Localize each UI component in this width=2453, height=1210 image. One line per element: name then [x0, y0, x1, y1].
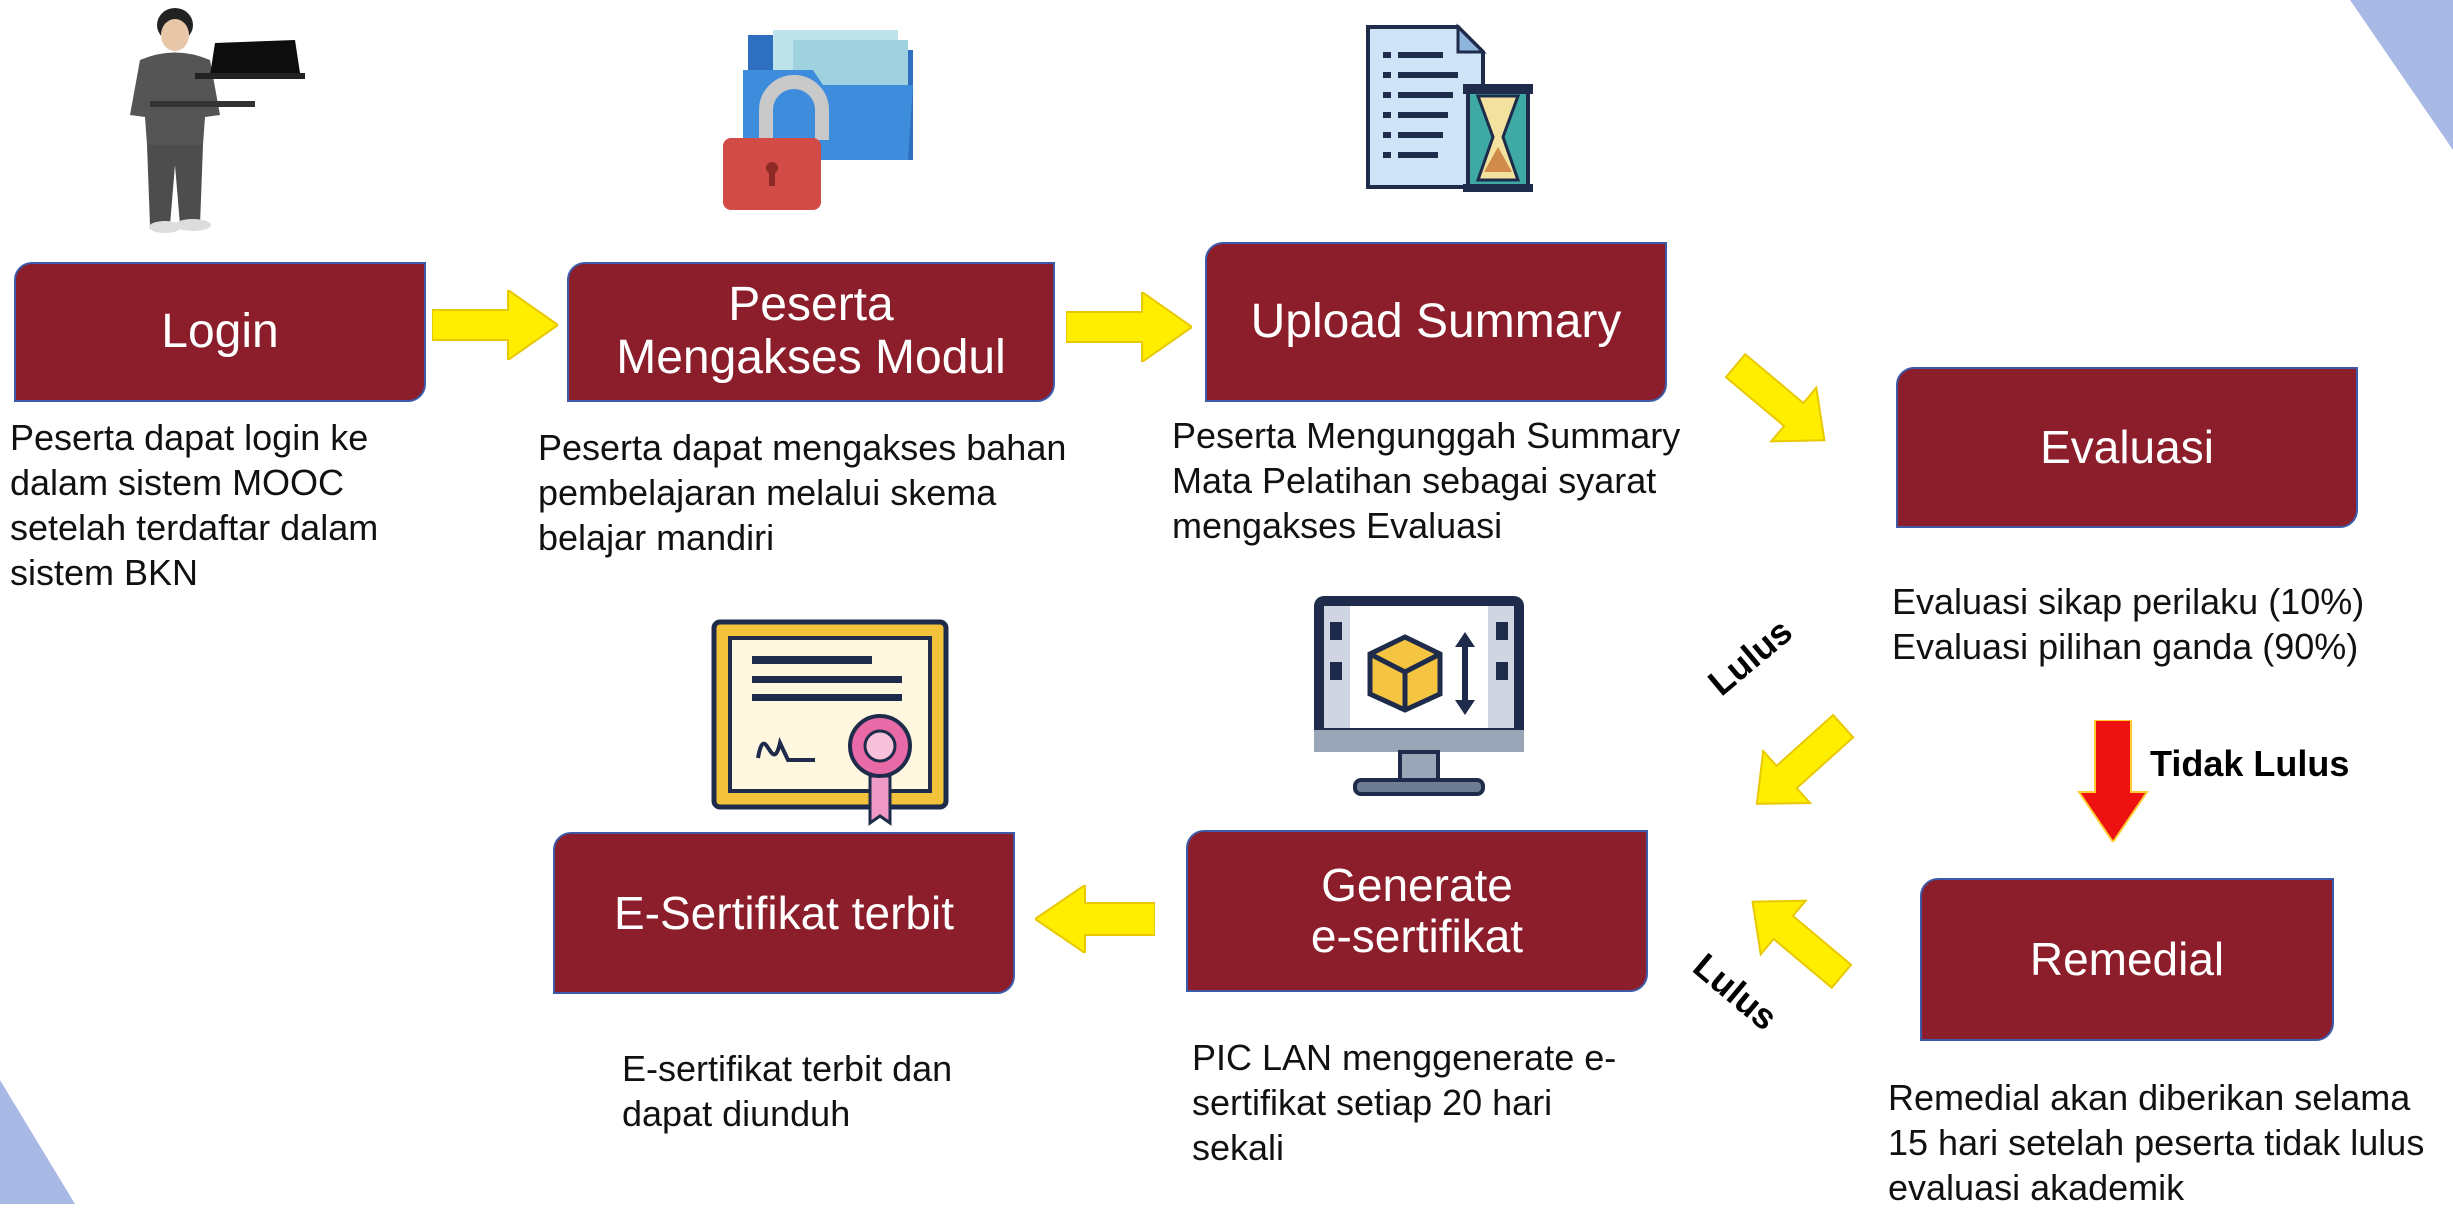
corner-decoration-top-right [2350, 0, 2453, 150]
remedial-description: Remedial akan diberikan selama 15 hari s… [1888, 1077, 2425, 1208]
label-lulus-top: Lulus [1700, 610, 1800, 704]
document-hourglass-icon [1366, 23, 1533, 192]
arrow-evaluasi-lulus [1755, 713, 1855, 805]
step-upload-summary-label: Upload Summary [1250, 294, 1622, 348]
login-description: Peserta dapat login ke dalam sistem MOOC… [10, 417, 379, 593]
step-evaluasi-label: Evaluasi [2040, 421, 2214, 474]
step-remedial-label: Remedial [2029, 933, 2225, 986]
step-generate-esertifikat: Generate e-sertifikat [1186, 830, 1648, 992]
upload-description: Peserta Mengunggah Summary Mata Pelatiha… [1172, 415, 1681, 546]
step-evaluasi: Evaluasi [1896, 367, 2358, 528]
arrow-upload-to-evaluasi [1724, 352, 1826, 443]
certificate-icon [711, 619, 949, 826]
label-tidak-lulus: Tidak Lulus [2150, 743, 2350, 784]
arrow-tidak-lulus [2077, 720, 2149, 842]
corner-decoration-bottom-left [0, 1080, 75, 1204]
arrow-remedial-lulus [1751, 899, 1853, 990]
step-generate-esertifikat-label: Generate e-sertifikat [1310, 859, 1524, 962]
step-login-label: Login [161, 304, 279, 358]
arrow-login-to-modul [432, 290, 558, 360]
step-login: Login [14, 262, 426, 402]
generate-description: PIC LAN menggenerate e- sertifikat setia… [1192, 1037, 1617, 1168]
person-with-laptop-icon [130, 8, 305, 233]
step-esertifikat-terbit: E-Sertifikat terbit [553, 832, 1015, 994]
arrow-generate-to-terbit [1035, 885, 1155, 953]
monitor-cube-icon [1314, 596, 1524, 796]
terbit-description: E-sertifikat terbit dan dapat diunduh [622, 1048, 953, 1134]
step-mengakses-modul: Peserta Mengakses Modul [567, 262, 1055, 402]
evaluasi-description: Evaluasi sikap perilaku (10%) Evaluasi p… [1892, 581, 2365, 667]
folder-lock-icon [723, 30, 913, 210]
modul-description: Peserta dapat mengakses bahan pembelajar… [538, 427, 1067, 558]
step-remedial: Remedial [1920, 878, 2334, 1041]
step-upload-summary: Upload Summary [1205, 242, 1667, 402]
step-esertifikat-terbit-label: E-Sertifikat terbit [614, 886, 954, 939]
step-mengakses-modul-label: Peserta Mengakses Modul [616, 278, 1006, 384]
arrow-modul-to-upload [1066, 292, 1192, 362]
